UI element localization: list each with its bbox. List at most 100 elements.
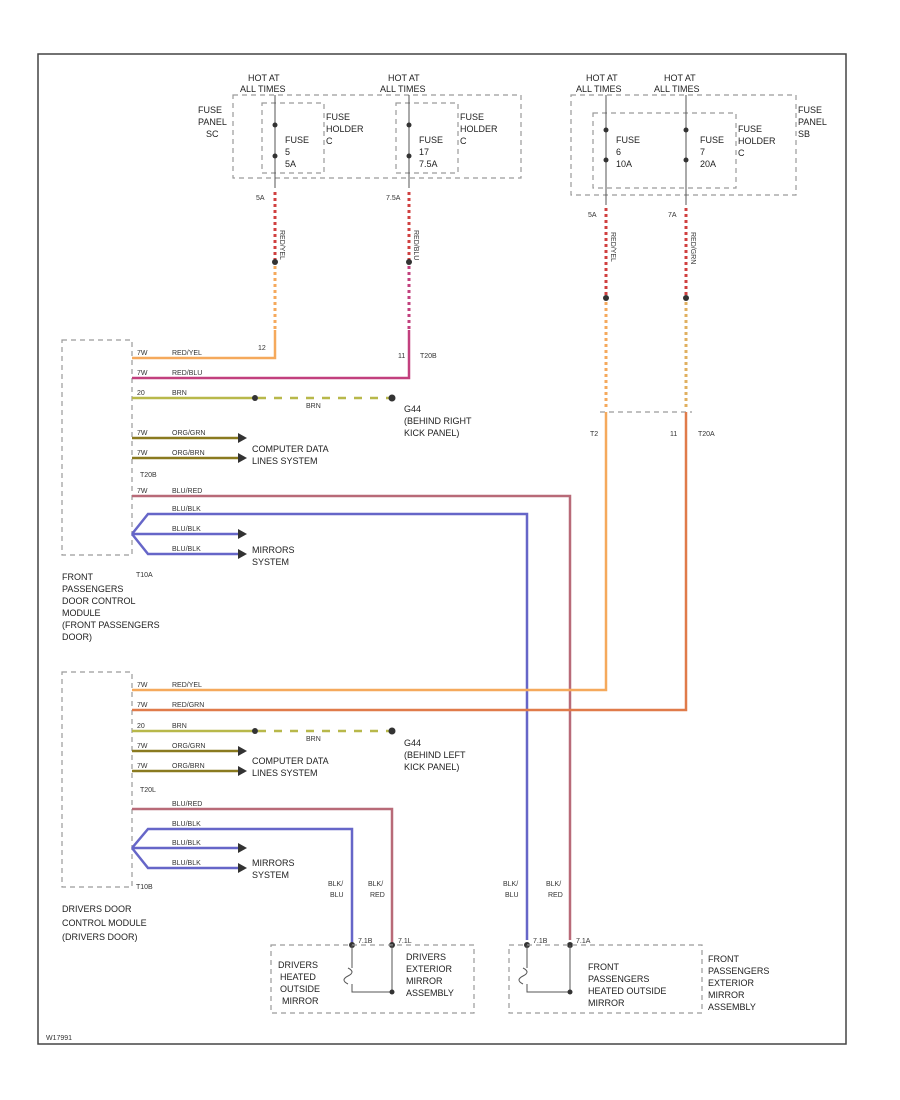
driver-heated-label-4: MIRROR [282,996,319,1006]
driver-module-row-2-gauge: 7W [137,702,148,709]
fuse-6-label-3: 10A [616,159,632,169]
driver-row-6-wire [132,807,394,945]
pass-heated-label-4: MIRROR [588,998,625,1008]
driver-row-8-arrow [238,843,247,853]
driver-mirror-wire-right-2: RED [370,892,385,899]
holder-a-label-3: C [326,136,333,146]
holder-b-label-3: C [460,136,467,146]
front-conn-top: T20B [140,472,157,479]
wire-3-gauge: 5A [588,212,597,219]
fuse-5-label-2: 5 [285,147,290,157]
driver-row-7-wire [131,827,354,945]
fuse-17-label-1: FUSE [419,135,443,145]
front-ground-point [388,394,396,402]
hot-at-1-line1: HOT AT [248,73,280,83]
front-module-row-9-color: BLU/BLK [172,546,201,553]
fuse-17-label-3: 7.5A [419,159,438,169]
driver-module-row-4-gauge: 7W [137,743,148,750]
front-module-row-6-gauge: 7W [137,488,148,495]
pass-mirror-wire-right-1: BLK/ [546,881,561,888]
t20a-pin-right: 11 [670,431,677,438]
front-module-row-6-color: BLU/RED [172,488,202,495]
driver-mirror-return-dot [389,989,395,995]
driver-module-row-6-color: BLU/RED [172,801,202,808]
fuse-6-label-1: FUSE [616,135,640,145]
front-mirrors-label-1: MIRRORS [252,545,295,555]
hot-at-2-line1: HOT AT [388,73,420,83]
hot-at-1-line2: ALL TIMES [240,84,286,94]
diagram-id: W17991 [46,1035,72,1042]
fuse-7-top-terminal [683,127,689,133]
wire-2-pin: T20B [420,353,437,360]
fuse-7-label-1: FUSE [700,135,724,145]
pass-assembly-label-4: MIRROR [708,990,745,1000]
pass-assembly-label-3: EXTERIOR [708,978,755,988]
driver-mirror-assembly: BLK/ BLU BLK/ RED 7.1B 7.1L DRIVERS HEAT… [270,881,475,1014]
fuse-output-wires: 5A RED/YEL 12 7.5A RED/BLU 11 T20B 5A RE… [256,192,715,438]
driver-ground-point [388,727,396,735]
front-row-4-arrow [238,433,247,443]
sb-holder-label-3: C [738,148,745,158]
fuse-holder-sb-box [592,112,737,189]
front-row-8-arrow [238,529,247,539]
front-module-label-2: PASSENGERS [62,584,123,594]
driver-mirror-wire-left-2: BLU [330,892,344,899]
driver-ground-label-2: (BEHIND LEFT [404,750,466,760]
holder-b-label-2: HOLDER [460,124,498,134]
sb-hot-1-line1: HOT AT [586,73,618,83]
driver-conn-top: T20L [140,787,156,794]
driver-heated-label-1: DRIVERS [278,960,318,970]
driver-row-2-wire [132,412,688,712]
passenger-mirror-assembly: BLK/ BLU BLK/ RED 7.1B 7.1A FRONT PASSEN… [503,881,769,1014]
driver-row-9-arrow [238,863,247,873]
fuse-6-top-terminal [603,127,609,133]
wire-4-color: RED/GRN [689,232,696,264]
fuse-5-label-1: FUSE [285,135,309,145]
front-module-row-4-color: ORG/GRN [172,430,205,437]
front-row-9-arrow [238,549,247,559]
driver-module-box [61,671,133,888]
driver-mirror-box [270,944,475,1014]
driver-computer-label-1: COMPUTER DATA [252,756,329,766]
front-module-row-5-color: ORG/BRN [172,450,205,457]
pass-mirror-wire-left-2: BLU [505,892,519,899]
driver-module-label-1: DRIVERS DOOR [62,904,132,914]
wire-3-color: RED/YEL [609,232,616,262]
fuse-panel-sc: FUSE PANEL SC HOT AT ALL TIMES HOT AT AL… [198,73,522,188]
fuse-panel-sc-label-1: FUSE [198,105,222,115]
pass-mirror-return-dot [567,989,573,995]
driver-module-row-5-gauge: 7W [137,763,148,770]
driver-module-label-2: CONTROL MODULE [62,918,147,928]
wire-2-splice [406,259,412,265]
driver-mirror-wire-left-1: BLK/ [328,881,343,888]
driver-mirrors-label-1: MIRRORS [252,858,295,868]
driver-module-row-1-color: RED/YEL [172,682,202,689]
fuse-5-bottom-terminal [272,153,278,159]
driver-mirror-return [351,945,393,993]
front-module-row-2-gauge: 7W [137,370,148,377]
front-module-row-1-gauge: 7W [137,350,148,357]
driver-row-5-arrow [238,766,247,776]
fuse-panel-sb-label-3: SB [798,129,810,139]
driver-row-4-arrow [238,746,247,756]
fuse-panel-sb-label-1: FUSE [798,105,822,115]
driver-module-label-3: (DRIVERS DOOR) [62,932,138,942]
pass-heated-label-2: PASSENGERS [588,974,649,984]
fuse-6-bottom-terminal [603,157,609,163]
front-conn-bottom: T10A [136,572,153,579]
driver-module-row-7-color: BLU/BLK [172,821,201,828]
fuse-panel-sc-label-3: SC [206,129,219,139]
front-row-6-wire [132,494,572,940]
fuse-17-label-2: 17 [419,147,429,157]
pass-assembly-label-1: FRONT [708,954,739,964]
driver-mirror-pin-left: 7.1B [358,938,373,945]
front-mirrors-label-2: SYSTEM [252,557,289,567]
sb-hot-1-line2: ALL TIMES [576,84,622,94]
fuse-5-label-3: 5A [285,159,296,169]
pass-mirror-pin-left: 7.1B [533,938,548,945]
front-row-5-arrow [238,453,247,463]
sb-hot-2-line2: ALL TIMES [654,84,700,94]
driver-mirror-heater-element [343,967,353,985]
